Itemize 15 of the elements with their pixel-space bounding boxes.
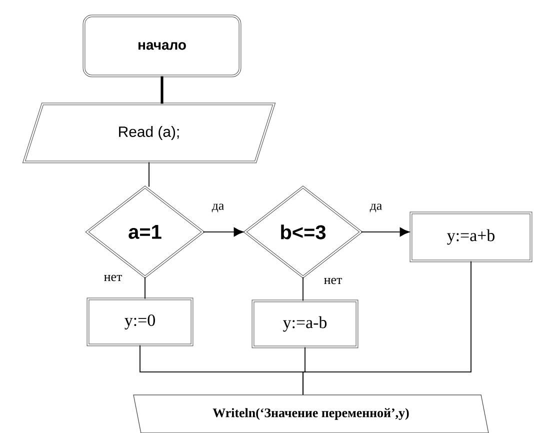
- process-box: y:=a+b: [410, 212, 532, 262]
- edge-label: да: [368, 202, 384, 214]
- arrow: [202, 227, 244, 237]
- output-parallelogram: Writeln(‘Значение переменной’,y): [133, 394, 489, 433]
- edge-label: да: [210, 202, 226, 214]
- edge-label: нет: [322, 276, 344, 286]
- connector-line: [302, 260, 472, 396]
- process-box: y:=0: [86, 298, 194, 346]
- connector-line: [148, 162, 150, 188]
- process-box: y:=a-b: [252, 300, 358, 348]
- arrow: [360, 227, 410, 237]
- start-terminal: начало: [82, 14, 242, 78]
- connector-line: [302, 276, 304, 302]
- connector-line: [144, 276, 146, 300]
- connector-line: [160, 76, 164, 104]
